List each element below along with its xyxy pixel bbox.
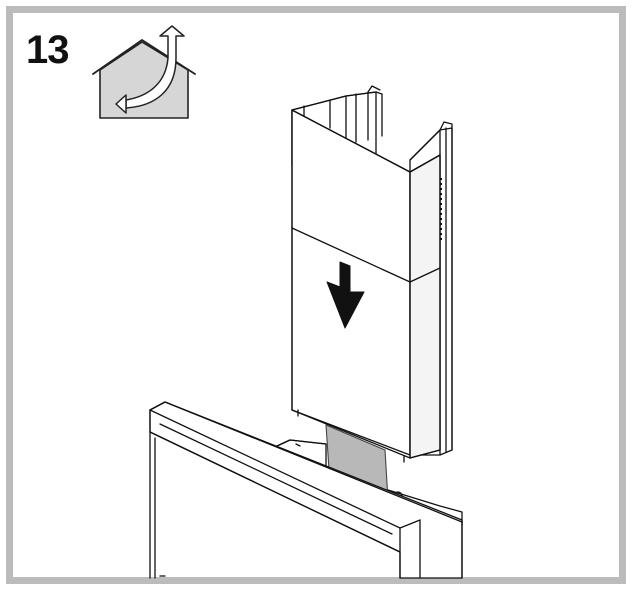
ducted-exhaust-house-icon — [92, 25, 196, 119]
hood-body — [149, 401, 463, 579]
down-arrow-icon — [326, 261, 365, 329]
step-number: 13 — [26, 28, 69, 72]
lower-chimney-cover — [291, 109, 441, 463]
